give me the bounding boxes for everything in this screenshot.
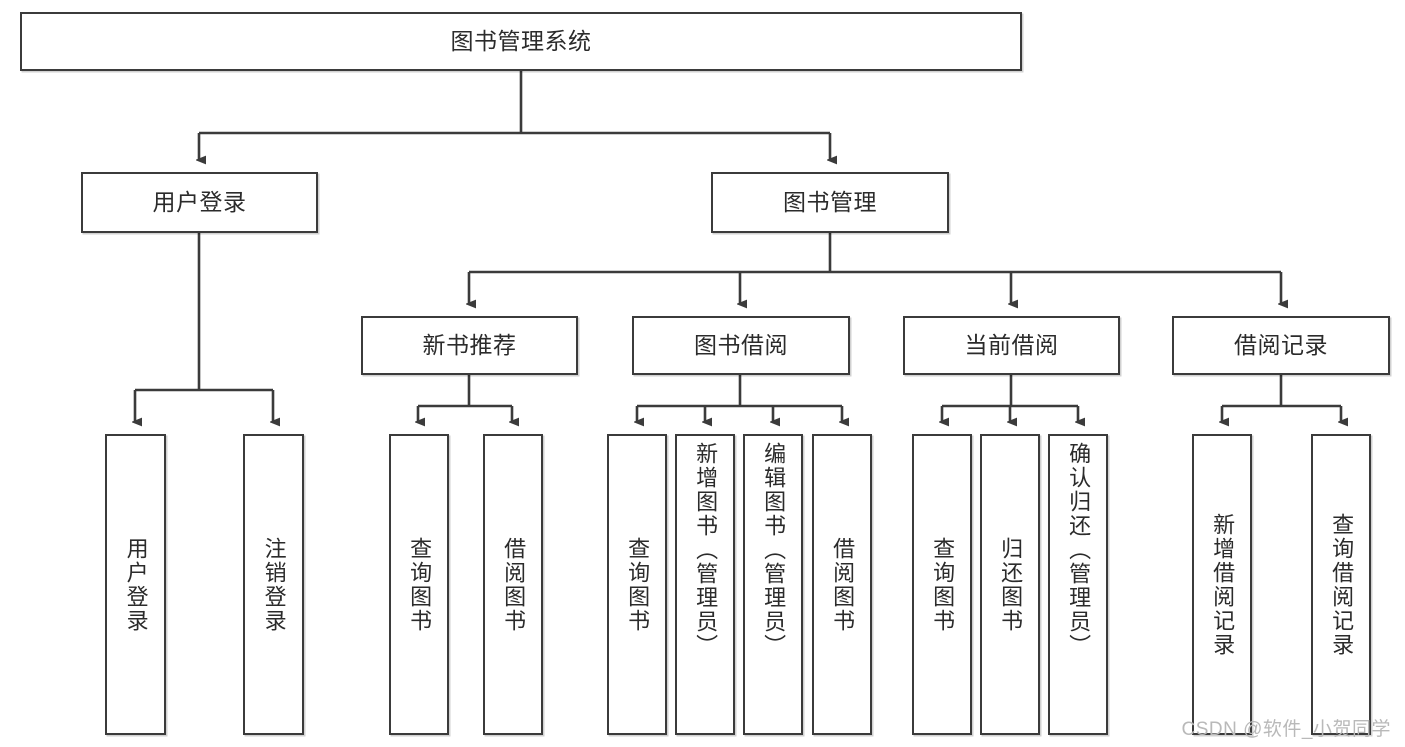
leaf-new-book-borrow-book[interactable]: 借阅图书 [483, 434, 543, 735]
node-label: 查询图书 [625, 536, 651, 633]
node-label: 新增图书（管理员） [693, 442, 719, 658]
leaf-user-login-logout[interactable]: 注销登录 [243, 434, 304, 735]
node-label: 新增借阅记录 [1210, 512, 1236, 657]
node-new-book-recommend[interactable]: 新书推荐 [361, 316, 578, 375]
node-book-borrow[interactable]: 图书借阅 [632, 316, 850, 375]
node-label: 用户登录 [152, 188, 247, 215]
node-label: 查询图书 [930, 536, 956, 633]
leaf-user-login-login[interactable]: 用户登录 [105, 434, 166, 735]
node-borrow-records[interactable]: 借阅记录 [1172, 316, 1390, 375]
node-label: 图书管理系统 [450, 27, 592, 54]
node-label: 当前借阅 [964, 331, 1059, 358]
node-label: 查询图书 [407, 536, 433, 633]
node-user-login[interactable]: 用户登录 [81, 172, 318, 233]
leaf-book-borrow-query-book[interactable]: 查询图书 [607, 434, 667, 735]
leaf-book-borrow-edit-book-admin[interactable]: 编辑图书（管理员） [743, 434, 803, 735]
node-label: 注销登录 [261, 536, 287, 633]
node-book-management[interactable]: 图书管理 [711, 172, 949, 233]
leaf-current-borrow-return-book[interactable]: 归还图书 [980, 434, 1040, 735]
node-label: 编辑图书（管理员） [761, 442, 787, 658]
node-current-borrow[interactable]: 当前借阅 [903, 316, 1120, 375]
node-label: 借阅记录 [1234, 331, 1328, 358]
node-label: 查询借阅记录 [1329, 512, 1355, 657]
node-label: 借阅图书 [501, 536, 527, 633]
node-root-book-management-system[interactable]: 图书管理系统 [20, 12, 1022, 71]
node-label: 归还图书 [998, 536, 1024, 633]
node-label: 用户登录 [123, 536, 149, 633]
leaf-current-borrow-confirm-return-admin[interactable]: 确认归还（管理员） [1048, 434, 1108, 735]
leaf-book-borrow-add-book-admin[interactable]: 新增图书（管理员） [675, 434, 735, 735]
leaf-current-borrow-query-book[interactable]: 查询图书 [912, 434, 972, 735]
node-label: 确认归还（管理员） [1066, 442, 1092, 658]
node-label: 借阅图书 [830, 536, 856, 633]
watermark: CSDN @软件_小贺同学 [1181, 719, 1391, 740]
node-label: 图书管理 [783, 188, 877, 215]
leaf-new-book-query-book[interactable]: 查询图书 [389, 434, 449, 735]
node-label: 新书推荐 [422, 331, 517, 358]
node-label: 图书借阅 [694, 331, 788, 358]
leaf-borrow-records-add-record[interactable]: 新增借阅记录 [1192, 434, 1252, 735]
leaf-borrow-records-query-record[interactable]: 查询借阅记录 [1311, 434, 1371, 735]
leaf-book-borrow-borrow-book[interactable]: 借阅图书 [812, 434, 872, 735]
